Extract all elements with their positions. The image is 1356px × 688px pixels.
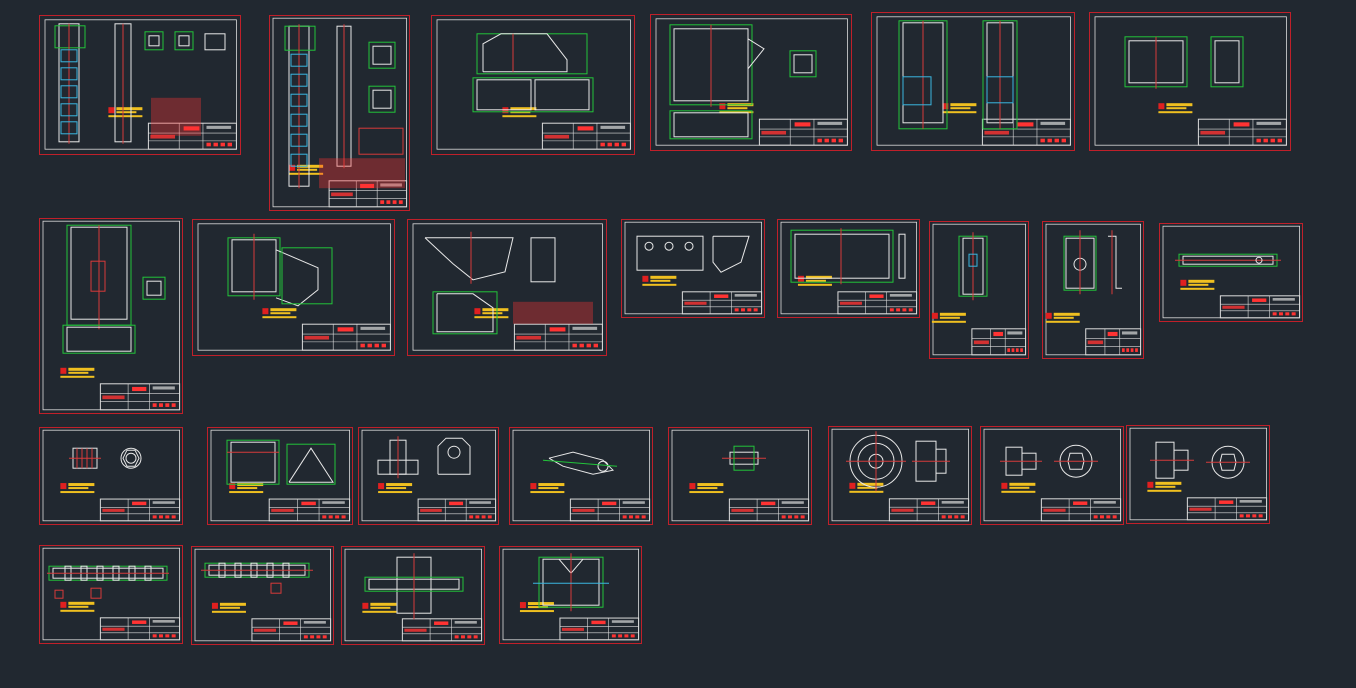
company-logo — [362, 602, 397, 613]
drawing-sheet-s10[interactable] — [621, 219, 765, 318]
drawing-sheet-s17[interactable] — [358, 427, 499, 525]
company-logo — [1180, 279, 1215, 290]
company-logo — [1045, 312, 1080, 323]
company-logo — [849, 482, 884, 493]
drawing-sheet-s21[interactable] — [980, 426, 1124, 525]
drawing-sheet-s22[interactable] — [1126, 425, 1270, 524]
drawing-sheet-s23[interactable] — [39, 545, 183, 644]
drawing-sheet-s19[interactable] — [668, 427, 812, 525]
drawing-sheet-s8[interactable] — [192, 219, 395, 356]
company-logo — [262, 308, 297, 319]
drawing-sheet-s15[interactable] — [39, 427, 183, 525]
drawing-sheet-s11[interactable] — [777, 219, 920, 318]
company-logo — [211, 602, 246, 613]
drawing-sheet-s16[interactable] — [207, 427, 353, 525]
company-logo — [1001, 482, 1036, 493]
company-logo — [60, 601, 95, 612]
drawing-sheet-s2[interactable] — [269, 15, 410, 211]
drawing-sheet-s12[interactable] — [929, 221, 1029, 359]
company-logo — [530, 483, 565, 494]
drawing-sheet-s24[interactable] — [191, 546, 334, 645]
company-logo — [931, 312, 966, 323]
company-logo — [642, 275, 677, 286]
drawing-sheet-s9[interactable] — [407, 219, 607, 356]
company-logo — [60, 367, 95, 378]
company-logo — [60, 483, 95, 494]
drawing-sheet-s5[interactable] — [871, 12, 1075, 151]
company-logo — [474, 308, 509, 319]
company-logo — [689, 483, 724, 494]
drawing-sheet-s25[interactable] — [341, 546, 485, 645]
company-logo — [797, 275, 832, 286]
drawing-sheet-s7[interactable] — [39, 218, 183, 414]
company-logo — [108, 107, 143, 118]
drawing-sheet-s6[interactable] — [1089, 12, 1291, 151]
drawing-sheet-s26[interactable] — [499, 546, 642, 644]
drawing-sheet-s20[interactable] — [828, 426, 972, 525]
company-logo — [1147, 481, 1182, 492]
drawing-sheet-s13[interactable] — [1042, 221, 1144, 359]
drawing-sheet-s4[interactable] — [650, 14, 852, 151]
company-logo — [1158, 103, 1193, 114]
company-logo — [378, 483, 413, 494]
drawing-sheet-s1[interactable] — [39, 15, 241, 155]
drawing-sheet-s18[interactable] — [509, 427, 653, 525]
drawing-sheet-s14[interactable] — [1159, 223, 1303, 322]
drawing-sheet-s3[interactable] — [431, 15, 635, 155]
